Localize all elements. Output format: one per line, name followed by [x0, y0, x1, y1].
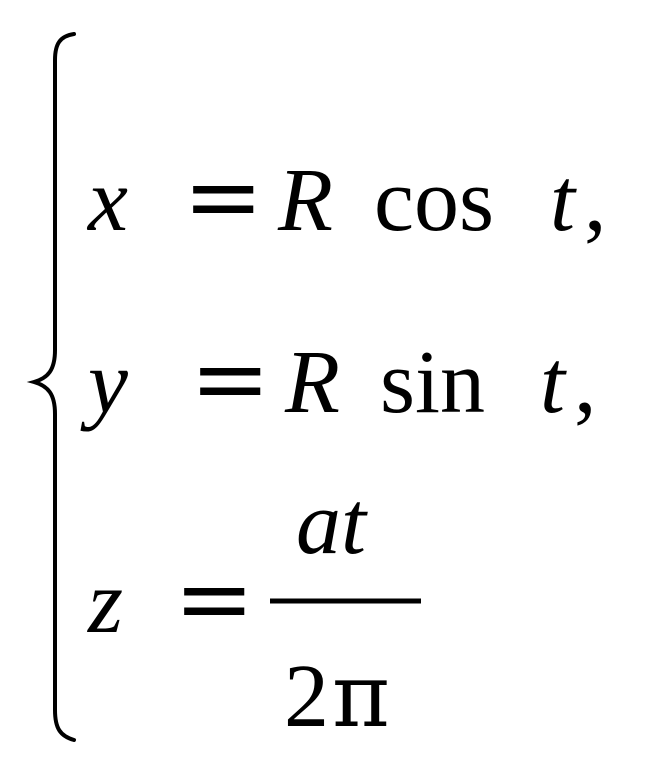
equals-sign-1: =	[183, 141, 263, 253]
coefficient-r-1: R	[277, 151, 333, 250]
fraction-denominator-pi: π	[332, 644, 390, 747]
left-curly-brace	[26, 32, 76, 742]
argument-t-2: t	[540, 333, 567, 432]
fraction-denominator-number: 2	[284, 647, 329, 746]
fraction-numerator: at	[296, 474, 368, 573]
variable-y: y	[80, 333, 128, 432]
equals-sign-3: =	[174, 543, 254, 655]
argument-t-1: t	[550, 151, 577, 250]
equation-row-z: z = at 2 π	[86, 474, 421, 747]
comma-2: ,	[574, 333, 597, 432]
equation-row-x: x = R cos t ,	[86, 141, 607, 253]
comma-1: ,	[584, 151, 607, 250]
variable-z: z	[86, 553, 123, 652]
coefficient-r-2: R	[284, 333, 340, 432]
equals-sign-2: =	[190, 323, 270, 435]
equation-row-y: y = R sin t ,	[80, 323, 597, 435]
function-cos: cos	[374, 151, 494, 250]
function-sin: sin	[380, 333, 485, 432]
variable-x: x	[86, 151, 128, 250]
